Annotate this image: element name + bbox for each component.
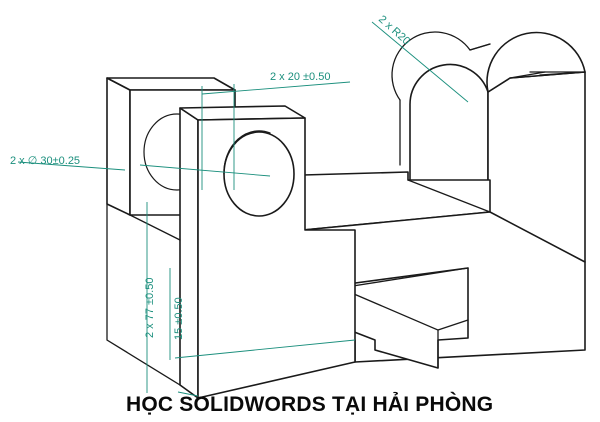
dimension-lines	[17, 21, 469, 397]
front-left-upright	[106, 105, 356, 399]
fillet-radius-label: 2 x R20	[376, 13, 412, 47]
height-label: 2 x 77 ±0.50	[144, 278, 156, 338]
slot-width-label: 2 x 20 ±0.50	[270, 71, 330, 83]
slot-depth-label: 15 ±0.50	[173, 297, 185, 340]
hole-diameter-label: 2 x ∅ 30±0.25	[10, 155, 80, 167]
caption-title: HỌC SOLIDWORDS TẠI HẢI PHÒNG	[126, 393, 494, 416]
